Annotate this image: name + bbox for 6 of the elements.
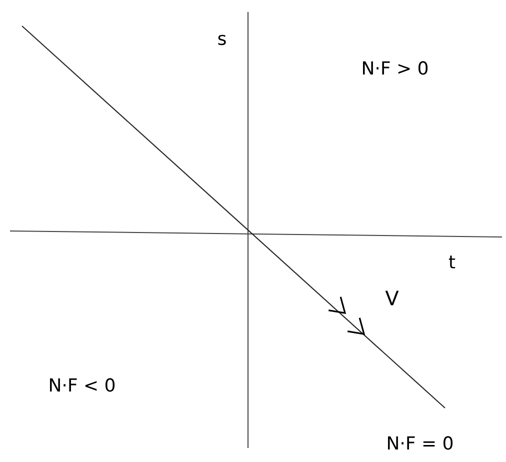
axis-label: s <box>218 34 226 46</box>
region-label: N·F > 0 <box>363 61 428 75</box>
region-label: N·F < 0 <box>50 378 115 392</box>
vector-label: V <box>385 290 399 306</box>
axis-label: t <box>448 256 456 268</box>
line-label: N·F = 0 <box>388 436 453 450</box>
